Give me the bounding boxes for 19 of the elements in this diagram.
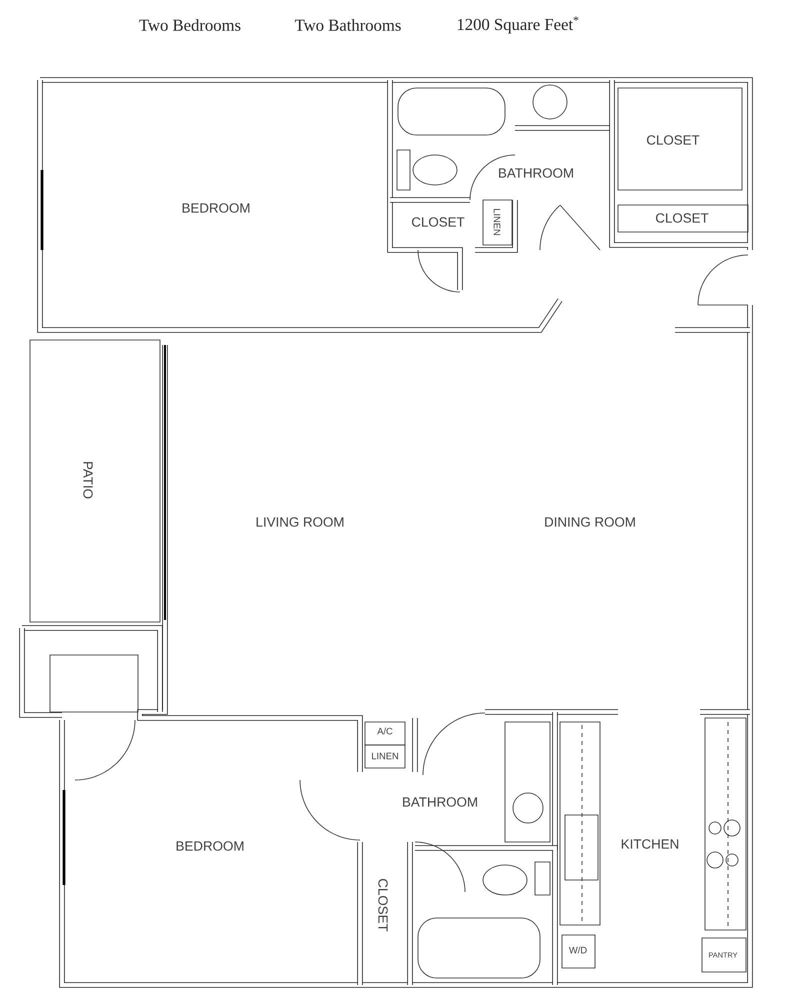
room-label: LINEN	[494, 209, 500, 235]
room-label: DINING ROOM	[545, 517, 635, 527]
room-label: CLOSET	[647, 135, 700, 145]
room-label: CLOSET	[412, 217, 464, 227]
fixture-label: W/D	[568, 946, 587, 954]
header-text: Two Bedrooms	[139, 19, 240, 31]
room-label: CLOSET	[378, 879, 388, 932]
fixture-label: LINEN	[372, 752, 398, 760]
room-label: BATHROOM	[403, 797, 477, 807]
fixture-label: A/C	[377, 728, 392, 734]
header-text: 1200 Square Feet$^{*}$	[458, 16, 578, 34]
header-text: Two Bathrooms	[294, 19, 401, 31]
room-label: BATHROOM	[499, 168, 573, 178]
room-label: BEDROOM	[182, 203, 250, 213]
room-label: LIVING ROOM	[256, 517, 344, 527]
room-label: CLOSET	[656, 213, 708, 223]
room-label: PATIO	[83, 462, 93, 498]
room-label: BEDROOM	[176, 841, 244, 851]
room-label: KITCHEN	[622, 839, 678, 849]
